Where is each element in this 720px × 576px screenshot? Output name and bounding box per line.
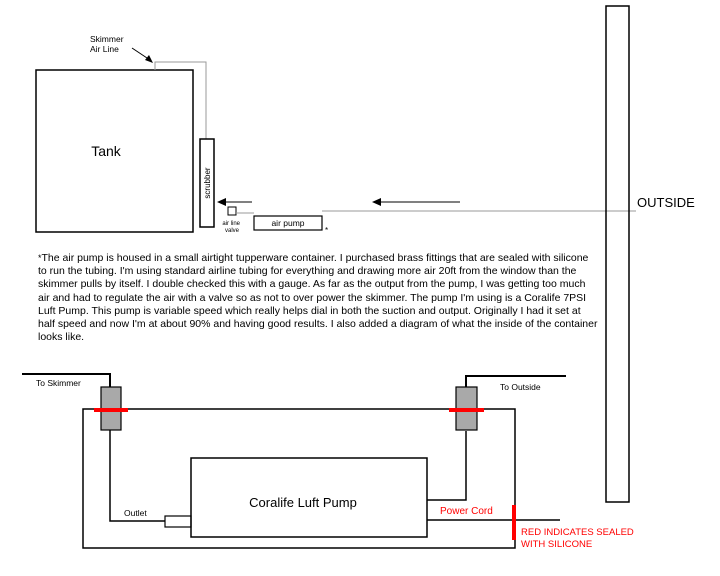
tank-box — [35, 69, 194, 233]
seal-legend: RED INDICATES SEALED WITH SILICONE — [521, 527, 636, 550]
pump-container-box — [82, 408, 516, 549]
scrubber-label: scrubber — [203, 167, 212, 198]
outside-wall — [605, 5, 630, 503]
skimmer-air-line-label-line-2: Air Line — [90, 44, 119, 54]
outside-label: OUTSIDE — [637, 195, 695, 210]
flow-arrow-to-scrubber-head — [217, 198, 226, 206]
intake-tube — [427, 431, 467, 501]
luft-pump-label: Coralife Luft Pump — [249, 495, 357, 510]
air-line-valve-label-line-2: valve — [225, 228, 240, 234]
air-line-valve-label-line-1: air line — [222, 221, 240, 227]
outlet-tube — [109, 430, 165, 522]
luft-pump-box — [190, 457, 428, 538]
outlet-label: Outlet — [124, 508, 147, 518]
tank-label: Tank — [91, 143, 122, 159]
to-outside-line — [465, 375, 566, 387]
air-pump-box — [253, 215, 323, 231]
skimmer-air-line-label: Skimmer Air Line — [90, 34, 126, 54]
skimmer-air-line — [154, 61, 207, 139]
to-outside-label: To Outside — [500, 382, 541, 392]
flow-arrow-from-outside-head — [372, 198, 381, 206]
skimmer-pointer-arrowhead — [145, 55, 153, 63]
to-skimmer-line — [22, 373, 111, 387]
pump-outlet-nozzle — [164, 515, 192, 528]
seal-legend-line-1: RED INDICATES SEALED — [521, 527, 634, 538]
explanation-note: *The air pump is housed in a small airti… — [38, 252, 598, 344]
note-marker: * — [38, 253, 42, 263]
air-line-valve-label: air line valve — [222, 221, 241, 234]
scrubber-column — [199, 138, 215, 228]
air-pump-marker: * — [325, 226, 328, 235]
air-line-valve — [227, 206, 237, 216]
to-skimmer-label: To Skimmer — [36, 378, 81, 388]
air-pump-label: air pump — [271, 218, 304, 228]
note-text: The air pump is housed in a small airtig… — [38, 252, 598, 344]
skimmer-air-line-label-line-1: Skimmer — [90, 34, 124, 44]
power-cord-label: Power Cord — [440, 506, 493, 517]
seal-legend-line-2: WITH SILICONE — [521, 539, 592, 550]
